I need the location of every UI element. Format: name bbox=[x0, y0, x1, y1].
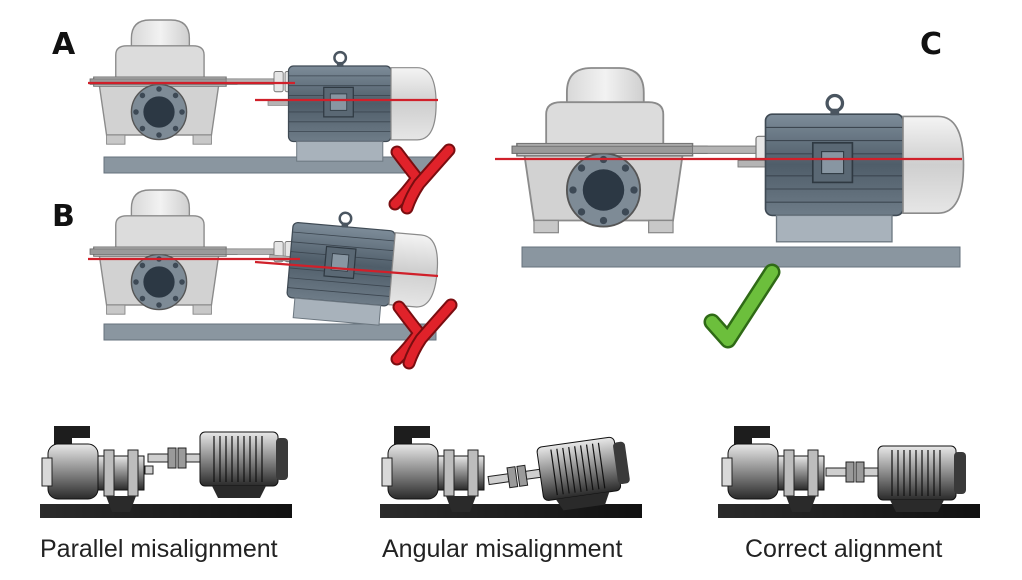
panel-b-base bbox=[103, 323, 437, 341]
panel-a-base bbox=[103, 156, 437, 174]
panel-b-motor-centerline bbox=[254, 260, 439, 278]
caption-parallel-misalignment: Parallel misalignment bbox=[40, 535, 278, 563]
panel-a-cross-mark-icon bbox=[388, 143, 456, 215]
panel-b-cross-mark-icon bbox=[390, 298, 458, 370]
angular-misalignment-illustration bbox=[380, 425, 642, 521]
panel-c-letter: C bbox=[920, 27, 943, 62]
caption-correct-alignment: Correct alignment bbox=[745, 535, 943, 563]
panel-c-check-mark-icon bbox=[703, 263, 781, 349]
panel-b-letter: B bbox=[52, 199, 75, 234]
correct-alignment-illustration bbox=[718, 425, 980, 518]
panel-a-letter: A bbox=[52, 27, 76, 62]
panel-c-base bbox=[521, 246, 961, 268]
panel-b-assembly bbox=[88, 189, 443, 341]
caption-angular-misalignment: Angular misalignment bbox=[382, 535, 623, 563]
panel-c-assembly bbox=[495, 67, 966, 268]
panel-a-assembly bbox=[88, 19, 438, 174]
parallel-misalignment-illustration bbox=[40, 425, 292, 518]
